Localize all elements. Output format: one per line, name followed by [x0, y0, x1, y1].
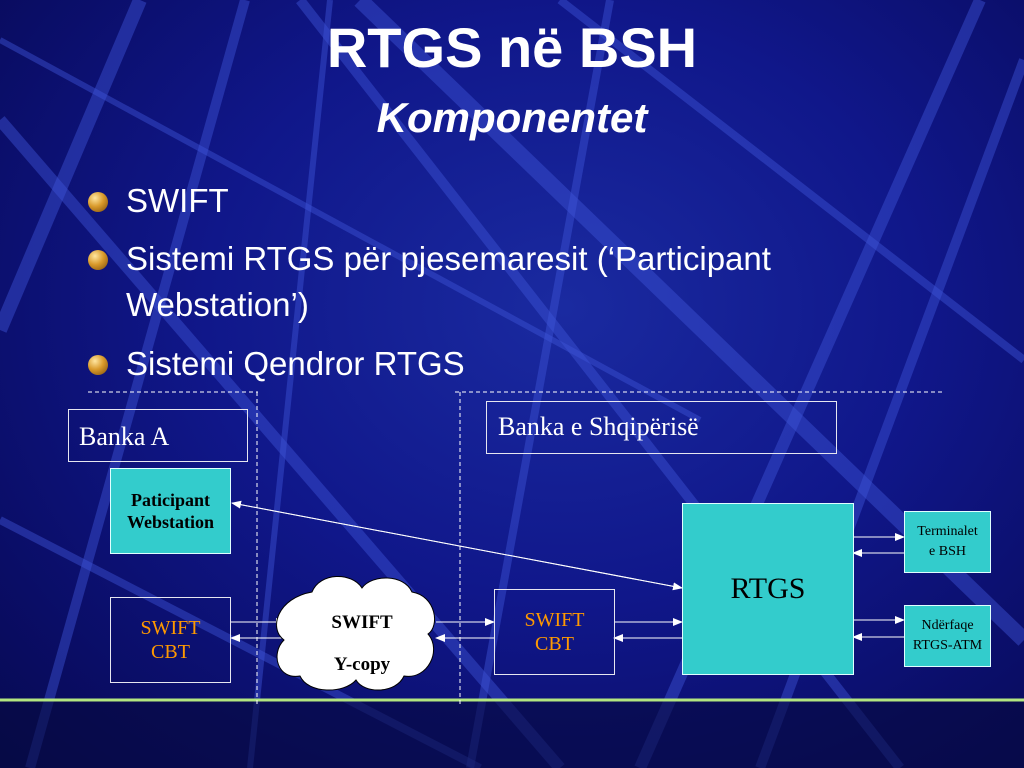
swift-cbt-left-box: SWIFT CBT	[110, 597, 231, 683]
participant-webstation-box: Paticipant Webstation	[110, 468, 231, 554]
nderfaqe-label-1: Ndërfaqe	[921, 618, 974, 633]
swift-cloud-label-2: Y-copy	[333, 654, 391, 675]
bullet-text-continued: Webstation’)	[126, 286, 309, 323]
page-title: RTGS në BSH	[326, 16, 698, 79]
swift-cbt-right-label-1: SWIFT	[524, 609, 585, 631]
bullet-text: Sistemi Qendror RTGS	[126, 345, 465, 382]
swift-cloud-shape	[276, 575, 436, 691]
swift-cloud-labels: SWIFT Y-copy	[300, 602, 424, 686]
swift-cloud-label-1: SWIFT	[331, 612, 393, 633]
terminalet-label-1: Terminalet	[917, 524, 978, 539]
nderfaqe-box: Ndërfaqe RTGS-ATM	[904, 605, 991, 667]
bullet-text: Sistemi RTGS për pjesemaresit (‘Particip…	[126, 240, 771, 277]
bullet-sphere-icon	[88, 250, 108, 270]
swift-cbt-left-label-1: SWIFT	[140, 617, 201, 639]
bullet-text: SWIFT	[126, 182, 229, 219]
rtgs-box: RTGS	[682, 503, 854, 675]
participant-webstation-label-1: Paticipant	[131, 490, 210, 510]
bullet-sphere-icon	[88, 192, 108, 212]
banka-shqiperise-box: Banka e Shqipërisë	[486, 401, 837, 454]
terminalet-box: Terminalet e BSH	[904, 511, 991, 573]
page-subtitle: Komponentet	[376, 94, 648, 141]
terminalet-label-2: e BSH	[929, 544, 966, 559]
arrow-rtgs-to-ws	[231, 500, 683, 589]
swift-cbt-left-label-2: CBT	[151, 641, 190, 663]
nderfaqe-label-2: RTGS-ATM	[912, 638, 983, 653]
swift-cbt-right-box: SWIFT CBT	[494, 589, 615, 675]
swift-cbt-right-label-2: CBT	[535, 633, 574, 655]
participant-webstation-label-2: Webstation	[126, 512, 214, 532]
banka-a-box: Banka A	[68, 409, 248, 462]
bullet-sphere-icon	[88, 355, 108, 375]
